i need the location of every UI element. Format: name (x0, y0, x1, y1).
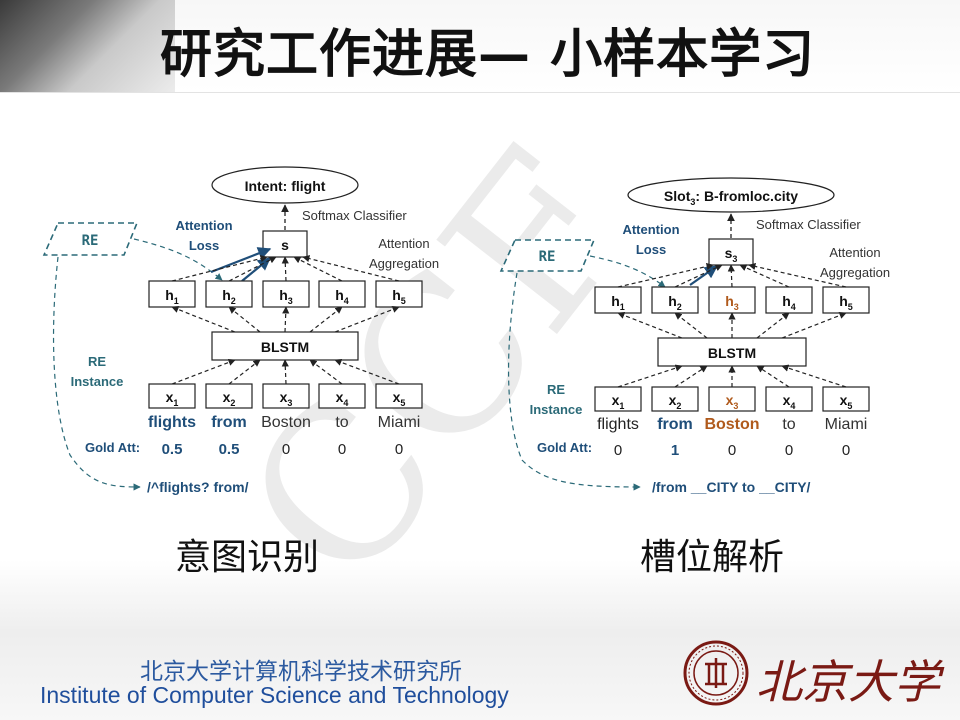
diagram_slot-agg-arrow-1 (618, 265, 713, 287)
slot-re-label: RE (539, 249, 556, 265)
diagram_slot-blstm-in-arrow-2 (675, 366, 707, 387)
diagram_slot-blstm-out-arrow-5 (782, 313, 846, 338)
slot-attention-loss-1: Attention (622, 222, 679, 237)
diagram_slot-gold-value-1: 0 (614, 442, 622, 459)
diagram_slot-word-3: Boston (704, 416, 759, 433)
diagram_slot-word-1: flights (597, 416, 639, 433)
diagram_slot-blstm-in-arrow-5 (782, 366, 846, 387)
diagram_slot-agg-arrow-4 (740, 265, 789, 287)
right-caption: 槽位解析 (640, 528, 784, 580)
slot-attention-loss-2: Loss (636, 242, 666, 257)
slot-blstm-label: BLSTM (708, 345, 756, 361)
institute-name-chinese: 北京大学计算机科学技术研究所 (140, 652, 462, 686)
diagram_slot-gold-value-3: 0 (728, 442, 736, 459)
diagram_slot-gold-value-4: 0 (785, 442, 793, 459)
diagram_slot-agg-arrow-2 (675, 265, 722, 287)
diagram_slot-blstm-in-arrow-4 (757, 366, 789, 387)
slot-re-to-hidden (590, 256, 665, 287)
diagram_slot-word-5: Miami (825, 416, 868, 433)
diagram_slot-blstm-out-arrow-4 (757, 313, 789, 338)
pku-seal-logo (683, 640, 749, 706)
slot-attention-agg-2: Aggregation (820, 265, 890, 280)
slot-re-instance-2: Instance (530, 402, 583, 417)
pku-calligraphy-name: 北京大学 (756, 646, 940, 712)
left-caption: 意图识别 (175, 528, 319, 580)
diagram_slot-gold-value-2: 1 (671, 442, 679, 459)
slot-classifier-label: Softmax Classifier (756, 217, 861, 232)
institute-name-english: Institute of Computer Science and Techno… (40, 682, 509, 709)
diagram_slot-word-4: to (782, 416, 795, 433)
slot-regex: /from __CITY to __CITY/ (652, 479, 811, 495)
slot-attention-agg-1: Attention (829, 245, 880, 260)
diagram_slot-gold-value-5: 0 (842, 442, 850, 459)
slot-re-instance-1: RE (547, 382, 565, 397)
diagram_slot-word-2: from (657, 416, 693, 433)
diagram_slot-blstm-in-arrow-1 (618, 366, 682, 387)
diagram_slot-agg-arrow-3 (731, 265, 732, 287)
diagram_slot-blstm-out-arrow-2 (675, 313, 707, 338)
slot-gold-label: Gold Att: (537, 440, 592, 455)
diagram_slot-blstm-out-arrow-1 (618, 313, 682, 338)
